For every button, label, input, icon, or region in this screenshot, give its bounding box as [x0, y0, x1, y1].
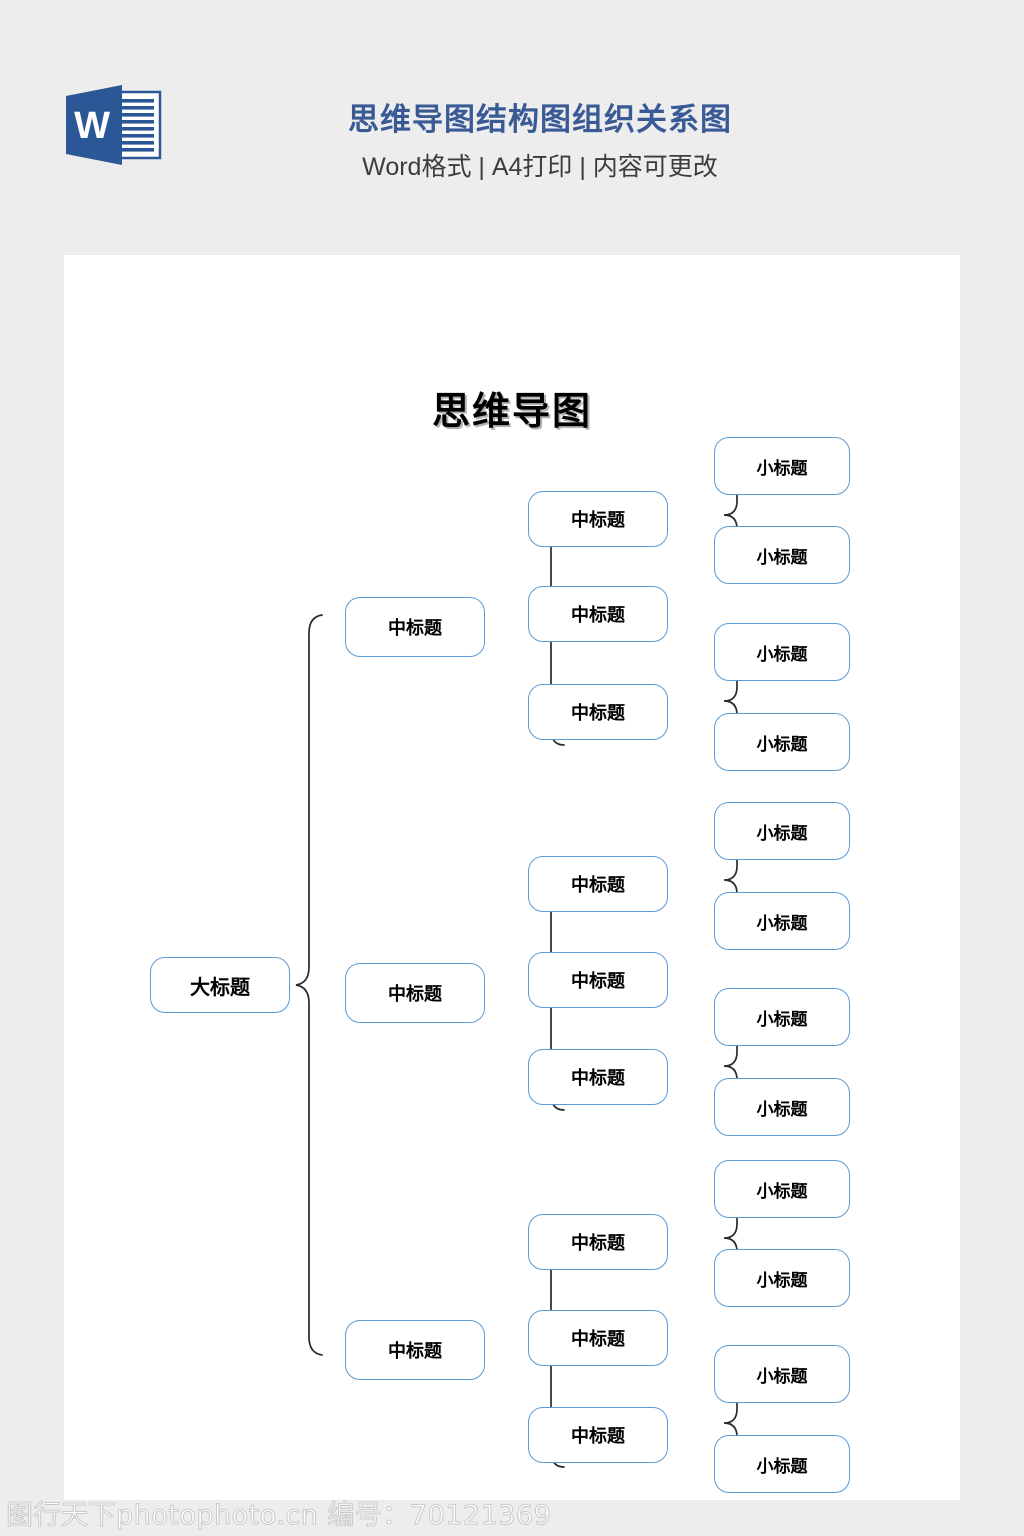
node-branch-1-child-3-label: 中标题: [571, 703, 625, 723]
node-branch-1-leaf-3-label: 小标题: [756, 644, 808, 664]
node-branch-3-child-3[interactable]: 中标题: [528, 1407, 668, 1463]
node-branch-3-label: 中标题: [388, 1341, 442, 1361]
node-branch-3-leaf-3-label: 小标题: [756, 1366, 808, 1386]
diagram-title: 思维导图: [431, 391, 592, 433]
document-page: 思维导图 大标题: [64, 255, 960, 1500]
node-branch-3-leaf-2[interactable]: 小标题: [714, 1249, 850, 1307]
node-branch-1-leaf-2[interactable]: 小标题: [714, 526, 850, 584]
node-branch-3-leaf-1-label: 小标题: [756, 1181, 808, 1201]
word-document-icon: W: [62, 82, 164, 174]
node-branch-1-child-1-label: 中标题: [571, 510, 625, 530]
node-branch-3-child-2[interactable]: 中标题: [528, 1310, 668, 1366]
node-branch-1-leaf-1[interactable]: 小标题: [714, 437, 850, 495]
node-branch-2-leaf-1[interactable]: 小标题: [714, 802, 850, 860]
page-subtitle: Word格式 | A4打印 | 内容可更改: [362, 153, 718, 181]
brace-root: [295, 614, 323, 1356]
node-branch-2-leaf-4-label: 小标题: [756, 1099, 808, 1119]
node-branch-3-child-1-label: 中标题: [571, 1233, 625, 1253]
header-text-block: 思维导图结构图组织关系图 Word格式 | A4打印 | 内容可更改: [190, 98, 890, 188]
node-root-label: 大标题: [190, 976, 250, 999]
node-branch-2-child-1-label: 中标题: [571, 875, 625, 895]
node-branch-1-label: 中标题: [388, 618, 442, 638]
node-branch-2-leaf-3[interactable]: 小标题: [714, 988, 850, 1046]
node-branch-2-label: 中标题: [388, 984, 442, 1004]
node-branch-2-child-2-label: 中标题: [571, 971, 625, 991]
node-branch-1-leaf-3[interactable]: 小标题: [714, 623, 850, 681]
node-branch-3-leaf-4[interactable]: 小标题: [714, 1435, 850, 1493]
node-branch-3-leaf-2-label: 小标题: [756, 1270, 808, 1290]
node-branch-2-leaf-3-label: 小标题: [756, 1009, 808, 1029]
node-branch-1-child-3[interactable]: 中标题: [528, 684, 668, 740]
node-branch-1-leaf-2-label: 小标题: [756, 547, 808, 567]
node-branch-2-child-2[interactable]: 中标题: [528, 952, 668, 1008]
svg-text:W: W: [74, 105, 110, 147]
node-branch-3-child-2-label: 中标题: [571, 1329, 625, 1349]
node-branch-2-child-3[interactable]: 中标题: [528, 1049, 668, 1105]
page-footer: 图行天下photophoto.cn 编号：70121369: [0, 1500, 1024, 1536]
watermark-text: 图行天下photophoto.cn 编号：70121369: [5, 1500, 552, 1532]
node-branch-1-child-2[interactable]: 中标题: [528, 586, 668, 642]
node-branch-2[interactable]: 中标题: [345, 963, 485, 1023]
node-branch-2-leaf-2-label: 小标题: [756, 913, 808, 933]
node-branch-2-child-1[interactable]: 中标题: [528, 856, 668, 912]
node-branch-2-leaf-2[interactable]: 小标题: [714, 892, 850, 950]
node-branch-3[interactable]: 中标题: [345, 1320, 485, 1380]
node-branch-1-child-2-label: 中标题: [571, 605, 625, 625]
node-branch-1[interactable]: 中标题: [345, 597, 485, 657]
node-branch-3-child-1[interactable]: 中标题: [528, 1214, 668, 1270]
node-branch-1-leaf-1-label: 小标题: [756, 458, 808, 478]
node-branch-1-leaf-4-label: 小标题: [756, 734, 808, 754]
node-branch-3-leaf-4-label: 小标题: [756, 1456, 808, 1476]
page-title: 思维导图结构图组织关系图: [348, 102, 732, 137]
node-branch-1-leaf-4[interactable]: 小标题: [714, 713, 850, 771]
node-branch-3-child-3-label: 中标题: [571, 1426, 625, 1446]
node-branch-3-leaf-1[interactable]: 小标题: [714, 1160, 850, 1218]
node-branch-2-child-3-label: 中标题: [571, 1068, 625, 1088]
node-branch-2-leaf-1-label: 小标题: [756, 823, 808, 843]
node-branch-1-child-1[interactable]: 中标题: [528, 491, 668, 547]
node-root[interactable]: 大标题: [150, 957, 290, 1013]
node-branch-3-leaf-3[interactable]: 小标题: [714, 1345, 850, 1403]
page-header: W 思维导图结构图组织关系图 Word格式 | A4打印 | 内容可更改: [0, 0, 1024, 255]
node-branch-2-leaf-4[interactable]: 小标题: [714, 1078, 850, 1136]
